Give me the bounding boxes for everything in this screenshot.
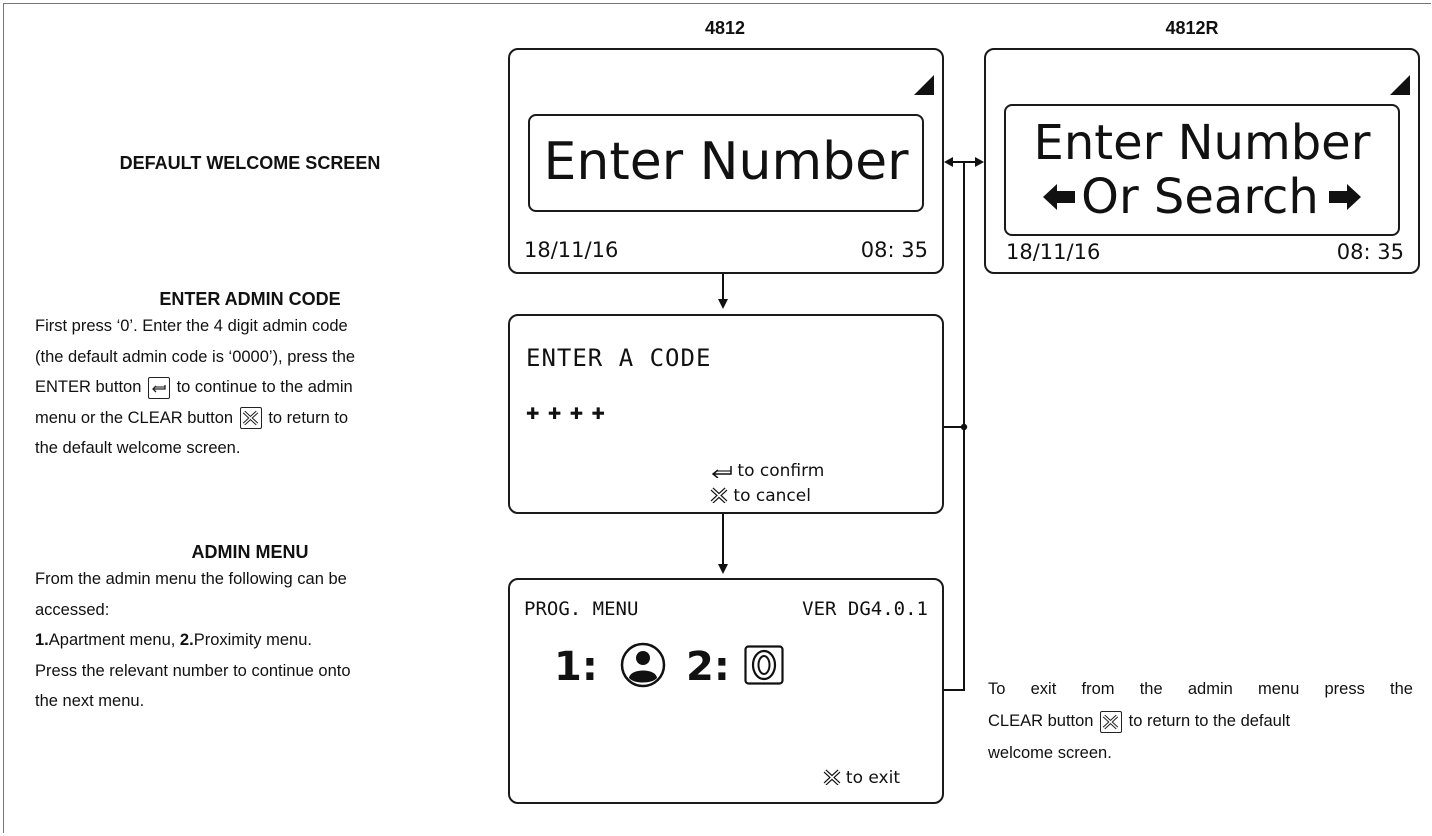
code-masked-input: ✚ ✚ ✚ ✚ bbox=[526, 406, 607, 423]
confirm-hint: to confirm bbox=[710, 461, 824, 481]
welcome-line-2-row: Or Search bbox=[1006, 170, 1398, 226]
exit-note: To exit from the admin menu press the CL… bbox=[988, 673, 1413, 769]
welcome-prompt-box: Enter Number bbox=[528, 114, 924, 212]
menu-option-1-number: 1: bbox=[554, 644, 598, 690]
welcome-line-2: Or Search bbox=[1081, 169, 1319, 225]
section-title-welcome: DEFAULT WELCOME SCREEN bbox=[119, 153, 381, 173]
desc-line: From the admin menu the following can be bbox=[35, 570, 347, 588]
exit-note-line: CLEAR button to return to the default bbox=[988, 705, 1413, 737]
desc-line: the next menu. bbox=[35, 692, 145, 710]
item-number: 2. bbox=[179, 631, 194, 649]
right-arrow-icon bbox=[1328, 184, 1361, 210]
lcd-welcome-4812r: Enter Number Or Search 18/11/16 08: 35 bbox=[984, 48, 1420, 274]
model-label-4812r: 4812R bbox=[1165, 18, 1219, 38]
section-title-admin-menu: ADMIN MENU bbox=[191, 542, 309, 562]
menu-version: VER DG4.0.1 bbox=[802, 598, 928, 620]
clear-key-icon bbox=[823, 769, 840, 786]
desc-line: 1.Apartment menu, 2.Proximity menu. bbox=[35, 625, 475, 656]
exit-note-line: To exit from the admin menu press the bbox=[988, 680, 1413, 698]
model-label-4812: 4812 bbox=[704, 18, 746, 38]
admin-menu-description: From the admin menu the following can be… bbox=[35, 564, 475, 717]
lcd-enter-code: ENTER A CODE ✚ ✚ ✚ ✚ to confirm to cance… bbox=[508, 314, 944, 514]
exit-note-text: to return to the default bbox=[1128, 712, 1291, 730]
left-arrow-icon bbox=[1043, 184, 1076, 210]
desc-line: accessed: bbox=[35, 600, 110, 619]
exit-text: to exit bbox=[845, 768, 900, 788]
welcome-prompt-box: Enter Number Or Search bbox=[1004, 104, 1400, 236]
clear-key-icon bbox=[239, 407, 262, 430]
clear-key-icon bbox=[710, 487, 728, 504]
proximity-icon[interactable] bbox=[744, 645, 784, 685]
desc-line: (the default admin code is ‘0000’), pres… bbox=[35, 347, 356, 366]
desc-line: the default welcome screen. bbox=[35, 439, 241, 457]
menu-option-2-number: 2: bbox=[686, 644, 730, 690]
lcd-prog-menu: PROG. MENU VER DG4.0.1 1: 2: to exit bbox=[508, 578, 944, 804]
desc-text: menu or the CLEAR button bbox=[35, 408, 234, 427]
cancel-hint: to cancel bbox=[710, 486, 811, 506]
exit-note-text: CLEAR button bbox=[988, 712, 1094, 730]
item-label: Apartment menu, bbox=[48, 631, 176, 649]
exit-note-line: welcome screen. bbox=[988, 744, 1112, 762]
admin-code-description: First press ‘0’. Enter the 4 digit admin… bbox=[35, 311, 475, 464]
section-title-admin-code: ENTER ADMIN CODE bbox=[159, 289, 341, 309]
desc-line: First press ‘0’. Enter the 4 digit admin… bbox=[35, 317, 348, 335]
welcome-prompt: Enter Number bbox=[543, 132, 909, 192]
desc-text: to continue to the admin bbox=[176, 378, 353, 396]
lcd-date: 18/11/16 bbox=[1006, 240, 1101, 264]
desc-text: ENTER button bbox=[35, 378, 142, 396]
code-screen-title: ENTER A CODE bbox=[526, 344, 712, 372]
lcd-time: 08: 35 bbox=[860, 238, 928, 262]
signal-icon bbox=[1390, 75, 1410, 95]
person-icon[interactable] bbox=[620, 642, 666, 688]
lcd-date: 18/11/16 bbox=[524, 238, 619, 262]
cancel-text: to cancel bbox=[733, 486, 811, 506]
lcd-time: 08: 35 bbox=[1336, 240, 1404, 264]
desc-line: Press the relevant number to continue on… bbox=[35, 661, 351, 680]
desc-line: menu or the CLEAR button to return to bbox=[35, 403, 475, 434]
welcome-line-1: Enter Number bbox=[1033, 115, 1371, 171]
desc-text: to return to bbox=[268, 408, 349, 427]
lcd-welcome-4812: Enter Number 18/11/16 08: 35 bbox=[508, 48, 944, 274]
clear-key-icon bbox=[1100, 710, 1123, 733]
exit-hint: to exit bbox=[823, 768, 900, 788]
diagram-frame bbox=[3, 3, 1431, 833]
desc-line: ENTER button to continue to the admin bbox=[35, 372, 475, 403]
item-number: 1. bbox=[35, 631, 49, 649]
enter-key-icon bbox=[147, 376, 170, 399]
signal-icon bbox=[914, 75, 934, 95]
enter-key-icon bbox=[711, 466, 732, 479]
menu-title: PROG. MENU bbox=[524, 598, 639, 620]
item-label: Proximity menu. bbox=[193, 631, 312, 649]
confirm-text: to confirm bbox=[737, 461, 825, 481]
